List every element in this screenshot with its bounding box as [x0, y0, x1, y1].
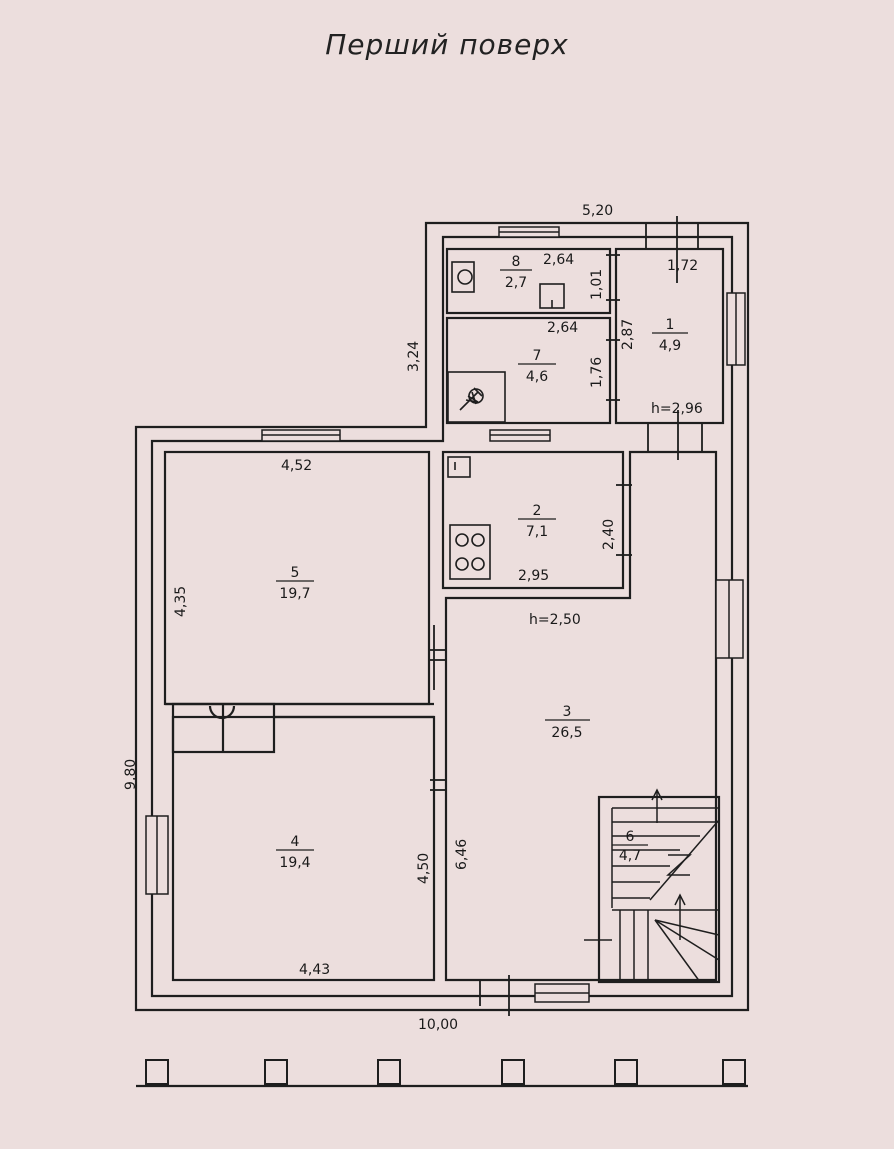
dim-room8-width: 2,64 [543, 252, 574, 268]
outer-wall-outer [134, 221, 750, 1012]
dim-room2-length: 2,40 [601, 519, 617, 550]
doors [430, 216, 703, 1016]
dim-annex-height: 3,24 [406, 341, 422, 372]
room-labels: 8 2,7 7 4,6 1 4,9 2 7,1 5 19,7 3 26,5 4 … [279, 254, 681, 871]
room-1-number: 1 [666, 317, 675, 333]
room-8-area: 2,7 [505, 275, 527, 291]
stair-break-mark [666, 854, 692, 876]
room-4-area: 19,4 [279, 855, 310, 871]
stairs-box [597, 795, 721, 984]
room-5-area: 19,7 [279, 586, 310, 602]
stair-arrow-head [651, 788, 663, 801]
dim-room1-width: 1,72 [667, 258, 698, 274]
toilet-bowl [457, 269, 473, 285]
room-1-area: 4,9 [659, 338, 681, 354]
toilet-icon [451, 261, 475, 293]
room-7-number: 7 [533, 348, 542, 364]
foundation-post [264, 1059, 288, 1085]
dim-total-height: 9,80 [123, 759, 139, 790]
foundation-post [145, 1059, 169, 1085]
room-7-area: 4,6 [526, 369, 548, 385]
foundation-posts [145, 1059, 746, 1085]
dim-room8-length: 1,01 [589, 269, 605, 300]
dim-room3-length: 6,46 [454, 839, 470, 870]
room-3-walls [444, 450, 718, 982]
room-6-area: 4,7 [619, 848, 641, 864]
fraction-bars [276, 269, 688, 851]
stove-burner [455, 557, 469, 571]
foundation-post [614, 1059, 638, 1085]
room-2-walls [441, 450, 625, 590]
foundation-post [377, 1059, 401, 1085]
tread [654, 919, 701, 983]
foundation-post [501, 1059, 525, 1085]
dim-total-width: 10,00 [418, 1017, 458, 1033]
foundation-post [722, 1059, 746, 1085]
dim-room7-width: 2,64 [547, 320, 578, 336]
room-3-area: 26,5 [551, 725, 582, 741]
tread [654, 919, 720, 961]
height-annex: h=2,96 [651, 401, 703, 417]
room-7-walls [445, 316, 612, 425]
walls [134, 221, 750, 1088]
room-2-area: 7,1 [526, 524, 548, 540]
stove-icon [449, 524, 491, 580]
closet-arc [208, 705, 236, 720]
height-main: h=2,50 [529, 612, 581, 628]
stove-burner [471, 533, 485, 547]
dim-top-width: 5,20 [582, 203, 613, 219]
tread [654, 919, 720, 936]
room-6-number: 6 [626, 829, 635, 845]
dim-room4-width: 4,43 [299, 962, 330, 978]
plan-title: Перший поверх [325, 28, 569, 61]
fixtures [447, 261, 565, 580]
room-2-number: 2 [533, 503, 542, 519]
stair-treads [584, 788, 720, 983]
dimension-labels: 5,20 3,24 9,80 10,00 1,72 2,87 2,64 1,01… [123, 203, 703, 1033]
dim-room7-length: 1,76 [589, 357, 605, 388]
stair-arrow-head [674, 893, 686, 906]
room-1-walls [614, 247, 725, 425]
dim-room1-length: 2,87 [620, 319, 636, 350]
kitchen-sink-icon [447, 456, 471, 478]
dim-room5-width: 4,52 [281, 458, 312, 474]
room-3-number: 3 [563, 704, 572, 720]
stove-burner [455, 533, 469, 547]
shower-head [468, 388, 484, 404]
shower-tray-icon [447, 371, 506, 423]
room-8-walls [445, 247, 612, 315]
room-4-number: 4 [291, 834, 300, 850]
stove-burner [471, 557, 485, 571]
dim-room5-length: 4,35 [173, 586, 189, 617]
windows [145, 226, 746, 1003]
outer-wall-inner [150, 235, 734, 998]
room-4-walls [171, 715, 436, 982]
room-5-number: 5 [291, 565, 300, 581]
dim-room4-length: 4,50 [416, 853, 432, 884]
room-8-number: 8 [512, 254, 521, 270]
dim-room2-width: 2,95 [518, 568, 549, 584]
